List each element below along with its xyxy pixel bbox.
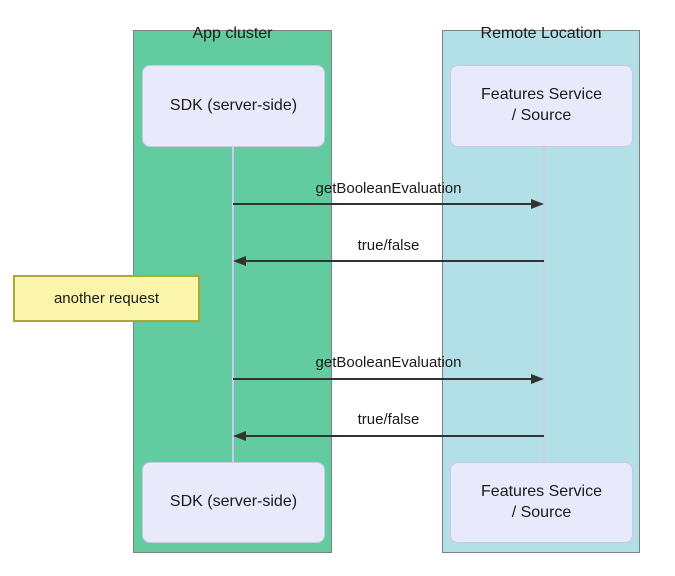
arrowhead-left-icon [233,256,246,266]
arrow-line [243,435,544,437]
arrow-line [233,378,534,380]
lifeline-features-service [543,147,545,462]
group-label-remote-location: Remote Location [480,25,602,42]
participant-features-service-bottom: Features Service / Source [450,462,633,543]
message-arrow-left-2 [233,431,544,441]
message-arrow-right-2 [233,374,544,384]
participant-features-service-top: Features Service / Source [450,65,633,147]
message-label-get-boolean-evaluation-1: getBooleanEvaluation [315,180,462,197]
message-label-true-false-1: true/false [357,237,420,254]
arrowhead-left-icon [233,431,246,441]
message-arrow-left-1 [233,256,544,266]
group-label-app-cluster: App cluster [192,25,273,42]
arrow-line [233,203,534,205]
participant-sdk-top: SDK (server-side) [142,65,325,147]
arrowhead-right-icon [531,374,544,384]
arrowhead-right-icon [531,199,544,209]
note-another-request: another request [13,275,200,322]
message-arrow-right-1 [233,199,544,209]
lifeline-sdk [232,147,234,462]
participant-sdk-bottom: SDK (server-side) [142,462,325,543]
message-label-true-false-2: true/false [357,411,420,428]
message-label-get-boolean-evaluation-2: getBooleanEvaluation [315,354,462,371]
arrow-line [243,260,544,262]
